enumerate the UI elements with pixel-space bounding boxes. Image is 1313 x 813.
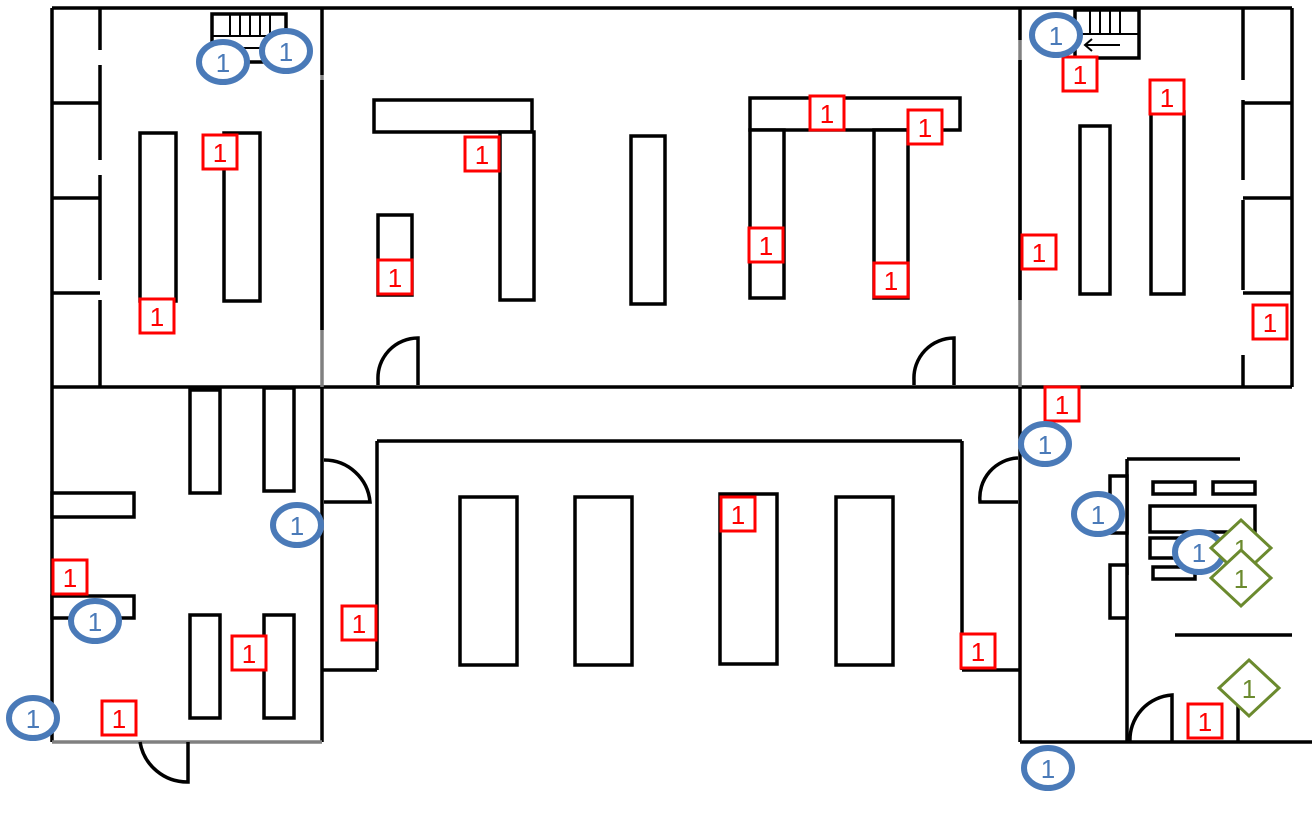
marker-label: 1 <box>352 609 366 639</box>
red-box-marker: 1 <box>463 135 501 173</box>
marker-label: 1 <box>1073 60 1087 90</box>
doors <box>138 336 1174 784</box>
red-box-marker: 1 <box>808 94 846 132</box>
blue-circle-marker: 1 <box>1029 12 1083 58</box>
marker-label: 1 <box>1242 674 1256 704</box>
marker-label: 1 <box>820 99 834 129</box>
red-box-marker: 1 <box>959 632 997 670</box>
red-box-marker: 1 <box>719 495 757 533</box>
green-diamond-marker: 1 <box>1208 547 1274 609</box>
marker-label: 1 <box>388 263 402 293</box>
red-box-marker: 1 <box>747 226 785 264</box>
marker-label: 1 <box>1032 238 1046 268</box>
marker-label: 1 <box>242 639 256 669</box>
red-box-marker: 1 <box>1020 233 1058 271</box>
marker-label: 1 <box>918 113 932 143</box>
marker-label: 1 <box>1263 308 1277 338</box>
red-box-marker: 1 <box>230 634 268 672</box>
marker-label: 1 <box>1198 707 1212 737</box>
stairs-right-icon <box>1073 8 1141 60</box>
blue-circle-marker: 1 <box>6 695 60 741</box>
blue-circle-marker: 1 <box>68 598 122 644</box>
shelf <box>1078 124 1112 296</box>
shelf <box>50 491 136 519</box>
marker-label: 1 <box>884 266 898 296</box>
door-icon <box>138 741 190 784</box>
shelf <box>372 98 534 134</box>
marker-label: 1 <box>475 140 489 170</box>
door-icon <box>912 336 956 385</box>
shelf <box>1211 480 1257 496</box>
marker-label: 1 <box>1091 500 1105 530</box>
marker-label: 1 <box>1192 538 1206 568</box>
marker-label: 1 <box>150 302 164 332</box>
marker-label: 1 <box>759 231 773 261</box>
marker-label: 1 <box>1038 430 1052 460</box>
red-box-marker: 1 <box>51 558 89 596</box>
red-box-marker: 1 <box>138 297 176 335</box>
marker-label: 1 <box>290 511 304 541</box>
door-icon <box>323 458 372 504</box>
shelf <box>748 128 786 300</box>
interior-walls <box>52 8 1292 744</box>
red-box-marker: 1 <box>100 699 138 737</box>
shelf <box>573 495 634 667</box>
red-box-marker: 1 <box>340 604 378 642</box>
blue-circle-marker: 1 <box>270 502 324 548</box>
marker-label: 1 <box>88 607 102 637</box>
blue-circle-marker: 1 <box>1071 491 1125 537</box>
marker-label: 1 <box>1160 83 1174 113</box>
red-box-marker: 1 <box>872 261 910 299</box>
shelf <box>138 131 178 303</box>
shelf <box>1151 480 1197 496</box>
shelf <box>262 613 296 720</box>
marker-label: 1 <box>971 637 985 667</box>
marker-label: 1 <box>279 37 293 67</box>
marker-label: 1 <box>731 500 745 530</box>
shelf <box>458 495 519 667</box>
blue-circle-marker: 1 <box>1021 745 1075 791</box>
green-diamond-marker: 1 <box>1216 657 1282 719</box>
marker-label: 1 <box>1234 564 1248 594</box>
marker-label: 1 <box>26 704 40 734</box>
markers-layer: 111111111111111111111111111111111 <box>6 12 1289 791</box>
marker-label: 1 <box>1049 21 1063 51</box>
red-box-marker: 1 <box>1043 385 1081 423</box>
red-box-marker: 1 <box>906 108 944 146</box>
red-box-marker: 1 <box>1061 55 1099 93</box>
blue-circle-marker: 1 <box>259 28 313 74</box>
marker-label: 1 <box>1041 754 1055 784</box>
red-box-marker: 1 <box>201 133 239 171</box>
shelf <box>188 613 222 720</box>
shelf <box>262 386 296 493</box>
door-icon <box>1128 693 1174 743</box>
blue-circle-marker: 1 <box>196 39 250 85</box>
marker-label: 1 <box>216 48 230 78</box>
shelf <box>188 388 222 495</box>
red-box-marker: 1 <box>1251 303 1289 341</box>
red-box-marker: 1 <box>1186 702 1224 740</box>
red-box-marker: 1 <box>1148 78 1186 116</box>
shelf <box>498 130 536 302</box>
shelf <box>834 495 895 667</box>
marker-label: 1 <box>1055 390 1069 420</box>
door-icon <box>978 456 1019 504</box>
outer-walls <box>50 6 1312 744</box>
marker-label: 1 <box>112 704 126 734</box>
shelf <box>1108 563 1129 620</box>
blue-circle-marker: 1 <box>1172 529 1226 575</box>
shelf <box>1149 110 1186 296</box>
door-icon <box>376 336 420 385</box>
marker-label: 1 <box>213 138 227 168</box>
shelf <box>629 134 667 306</box>
blue-circle-marker: 1 <box>1018 421 1072 467</box>
marker-label: 1 <box>63 563 77 593</box>
red-box-marker: 1 <box>376 258 414 296</box>
